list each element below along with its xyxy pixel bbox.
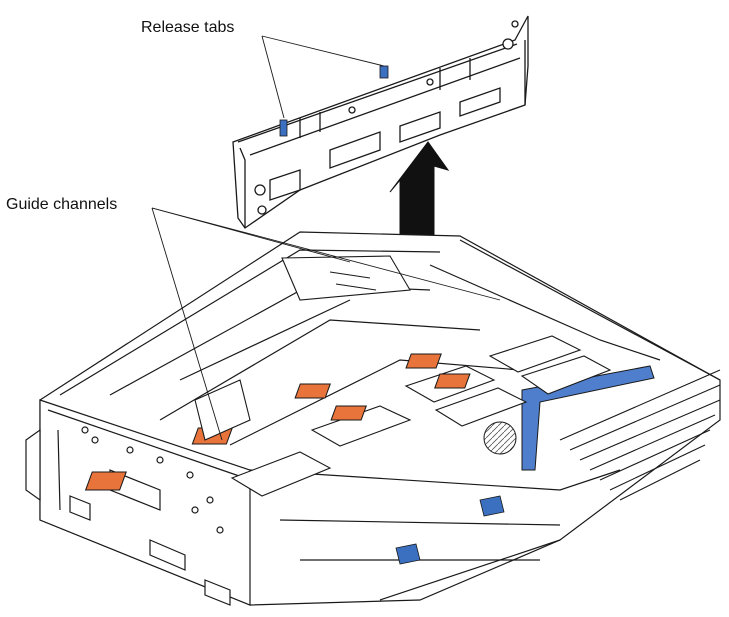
latch-blue-left	[395, 543, 421, 565]
callout-guide-channels: Guide channels	[6, 196, 118, 213]
pci-bracket	[521, 365, 655, 471]
callout-leaders	[151, 35, 501, 441]
fan-modules	[84, 335, 612, 497]
release-tab-left	[279, 119, 288, 137]
callout-release-tabs: Release tabs	[141, 19, 235, 36]
fan-grille	[483, 421, 517, 455]
release-tab-right	[379, 65, 389, 79]
riser-card-assembly	[232, 15, 529, 229]
pci-slots	[559, 369, 721, 501]
latch-blue-right	[479, 495, 505, 517]
guide-channels	[194, 255, 411, 441]
